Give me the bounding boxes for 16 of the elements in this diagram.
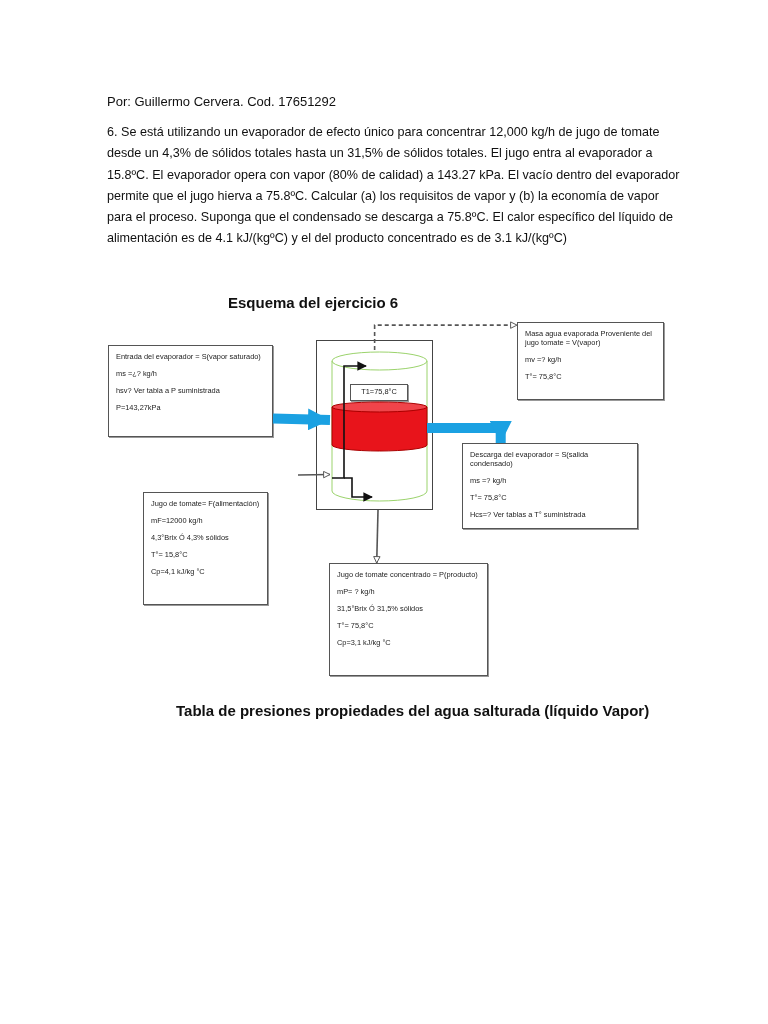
- vapor-arrow: [373, 321, 518, 351]
- evaporator-body: [316, 340, 433, 510]
- data-box: [462, 443, 638, 529]
- flow-arrow: [272, 408, 331, 431]
- diagram-title: Esquema del ejercicio 6: [228, 294, 399, 311]
- data-box: [517, 322, 664, 400]
- table-heading: Tabla de presiones propiedades del agua salturada (líquido Vapor): [176, 702, 650, 719]
- data-box: [108, 345, 273, 437]
- data-box: [143, 492, 268, 605]
- temperature-label-box: [350, 384, 408, 401]
- author-line: Por: Guillermo Cervera. Cod. 17651292: [107, 94, 337, 109]
- flow-arrow: [297, 470, 331, 479]
- data-box: [329, 563, 488, 676]
- flow-arrow: [427, 421, 512, 443]
- flow-arrow: [373, 509, 381, 564]
- problem-statement: 6. Se está utilizando un evaporador de efecto único para concentrar 12,000 kg/h de jugo de tomate desde un 4,3% de sólidos totales hasta un 31,5% de sólidos totales. El jugo entra al evaporador a 15.8ºC. El evaporador opera con vapor (80% de calidad) a 143.27 kPa. El vacío dentro del evaporador permite que el jugo hierva a 75.8ºC. Calcular (a) los requisitos de vapor y (b) la economía de vapor para el proceso. Suponga que el condensado se descarga a 75.8ºC. El calor específico del líquido de alimentación es de 4.1 kJ/(kgºC) y el del producto concentrado es de 3.1 kJ/(kgºC): [107, 124, 681, 248]
